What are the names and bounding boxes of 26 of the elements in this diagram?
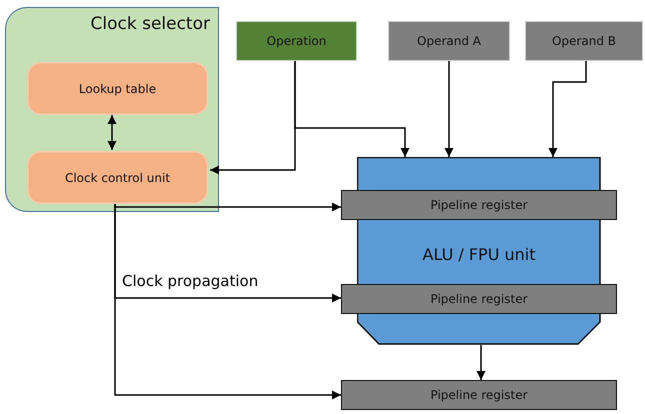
input-box bbox=[525, 21, 643, 61]
input-box bbox=[388, 21, 510, 61]
node-label: ALU / FPU unit bbox=[422, 245, 536, 264]
register-bar bbox=[341, 380, 617, 410]
arrow bbox=[444, 61, 454, 157]
node-label: Pipeline register bbox=[430, 388, 528, 402]
arrow bbox=[108, 115, 116, 150]
node-label: Operation bbox=[266, 34, 326, 48]
arrow bbox=[476, 345, 486, 380]
arrow bbox=[114, 202, 341, 212]
node-label: Lookup table bbox=[78, 82, 156, 96]
process-box bbox=[27, 62, 208, 115]
process-box bbox=[27, 151, 208, 204]
register-bar bbox=[341, 284, 617, 314]
group-title: Clock selector bbox=[90, 14, 210, 34]
arrow bbox=[294, 61, 410, 157]
node-label: Operand A bbox=[417, 34, 481, 48]
input-box bbox=[236, 21, 357, 61]
arrow bbox=[548, 61, 587, 157]
node-label: Clock control unit bbox=[64, 170, 170, 184]
node-label: Operand B bbox=[552, 34, 616, 48]
register-bar bbox=[341, 190, 617, 220]
arrow bbox=[114, 204, 341, 400]
node-label: Pipeline register bbox=[430, 292, 528, 306]
group-panel bbox=[5, 7, 219, 212]
node-label: Pipeline register bbox=[430, 198, 528, 212]
